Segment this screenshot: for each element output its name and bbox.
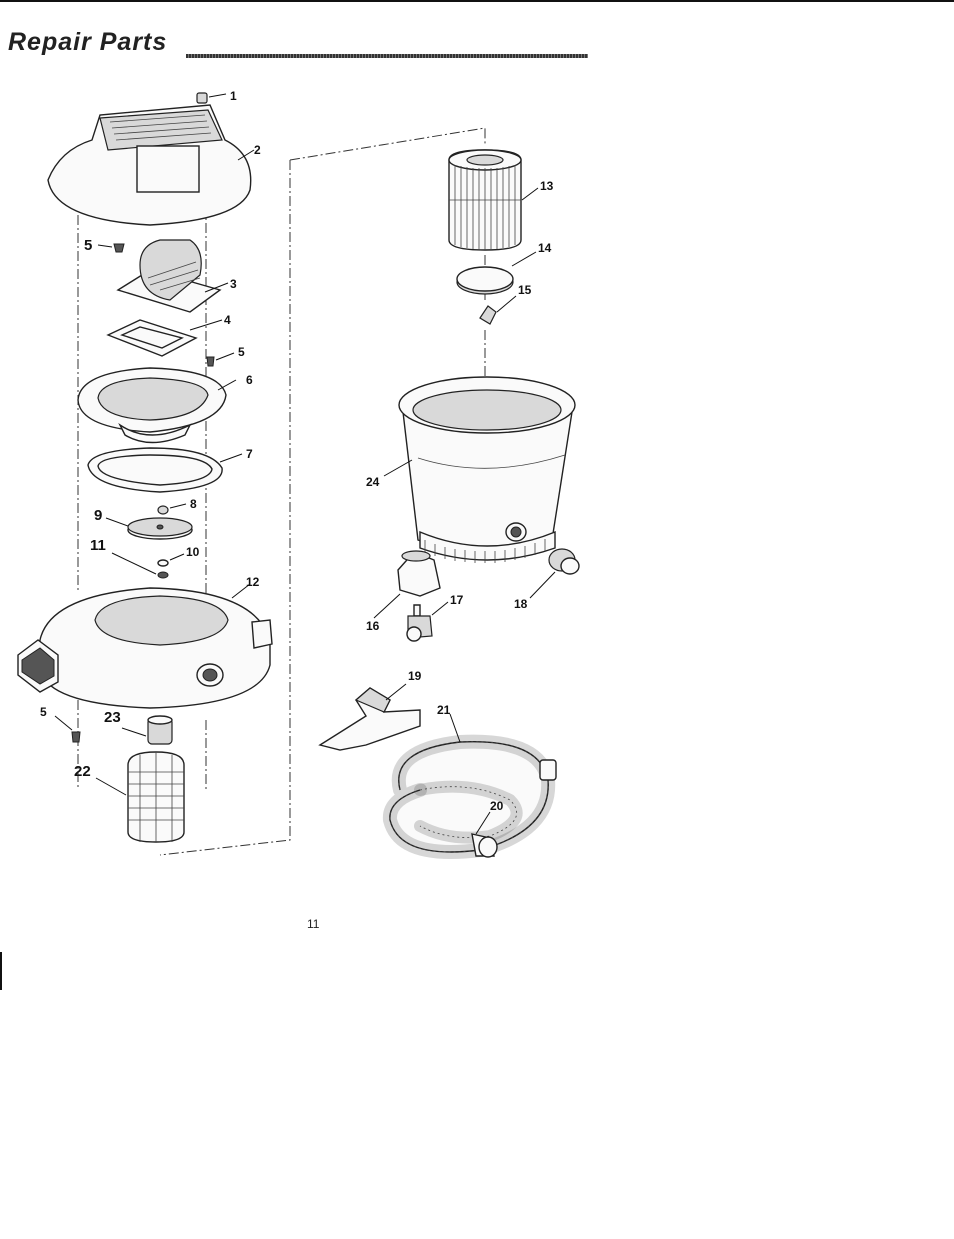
- callout-20: 20: [490, 799, 504, 813]
- callout-8: 8: [190, 497, 197, 511]
- part-20-hose-cuff: [471, 811, 498, 858]
- part-9-impeller: [105, 517, 193, 540]
- part-17-caster: [406, 601, 449, 642]
- part-11-spacer: [111, 552, 169, 579]
- part-1-switch: [196, 92, 227, 104]
- title-underline: [186, 54, 588, 58]
- part-21-hose: [382, 713, 557, 859]
- part-5-screw-mid: [206, 352, 235, 367]
- assembly-guide-right: [159, 127, 486, 856]
- part-3-motor: [116, 239, 229, 313]
- part-5-screw-top: [97, 243, 125, 253]
- callout-10: 10: [186, 545, 200, 559]
- callout-4: 4: [224, 313, 231, 327]
- callout-7: 7: [246, 447, 253, 461]
- part-19-utility-nozzle: [318, 683, 421, 751]
- part-7-ring-gasket: [87, 447, 243, 493]
- page-title: Repair Parts: [8, 28, 168, 56]
- callout-3: 3: [230, 277, 237, 291]
- part-4-gasket: [106, 319, 223, 357]
- callout-9: 9: [94, 507, 102, 524]
- callout-24: 24: [366, 475, 380, 489]
- callout-15: 15: [518, 283, 532, 297]
- part-23-float: [121, 715, 173, 745]
- part-12-powerhead: [17, 583, 273, 709]
- callout-23: 23: [104, 709, 121, 726]
- callout-11: 11: [90, 537, 106, 554]
- callout-16: 16: [366, 619, 380, 633]
- callout-5-bottom: 5: [40, 705, 47, 719]
- margin-bar: [0, 952, 2, 990]
- callout-13: 13: [540, 179, 554, 193]
- callout-5-mid: 5: [238, 345, 245, 359]
- callout-1: 1: [230, 89, 237, 103]
- part-14-filter-lid: [456, 251, 537, 295]
- part-16-caster-base: [373, 550, 441, 619]
- callout-21: 21: [437, 703, 451, 717]
- callout-12: 12: [246, 575, 260, 589]
- part-8-nut: [157, 503, 187, 515]
- part-24-tank: [383, 376, 576, 563]
- callout-6: 6: [246, 373, 253, 387]
- callout-17: 17: [450, 593, 464, 607]
- callout-5-top: 5: [84, 237, 92, 254]
- callout-18: 18: [514, 597, 528, 611]
- exploded-parts-diagram: 1 2 3 4 5 5 6 7 8 9 10 11 12 13 14 15 16…: [17, 89, 580, 859]
- callout-14: 14: [538, 241, 552, 255]
- part-6-lid: [77, 367, 237, 444]
- part-13-filter-cartridge: [448, 149, 539, 251]
- top-border-rule: [0, 0, 954, 2]
- part-10-washer: [157, 553, 185, 567]
- part-2-motor-cover: [47, 104, 255, 226]
- part-5-screw-bottom: [54, 715, 81, 743]
- page-number: 11: [307, 917, 320, 931]
- part-22-float-cage: [95, 751, 185, 843]
- part-15-wing-nut: [479, 295, 517, 325]
- callout-19: 19: [408, 669, 422, 683]
- callout-22: 22: [74, 763, 91, 780]
- part-18-drain-cap: [529, 548, 580, 599]
- callout-2: 2: [254, 143, 261, 157]
